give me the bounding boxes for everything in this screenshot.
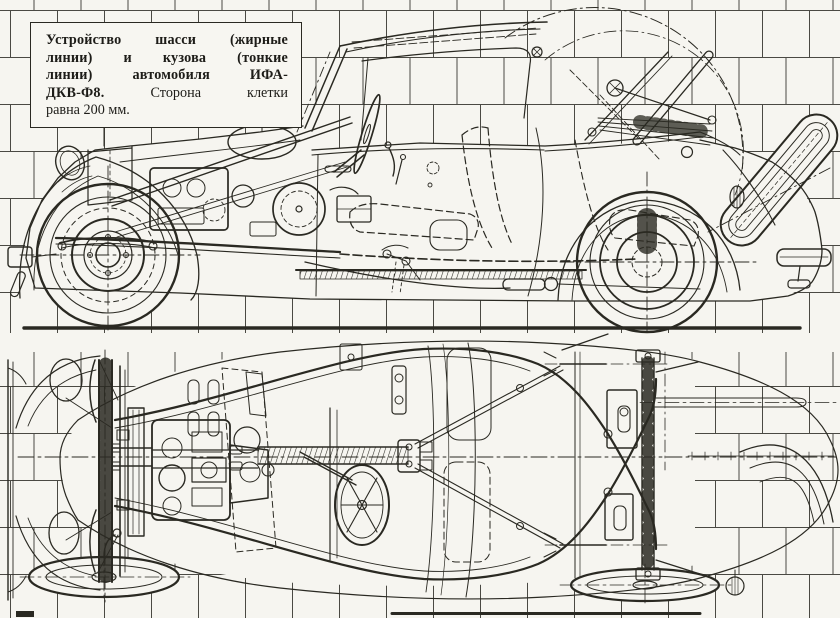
front-bumper [7, 246, 57, 298]
top-joint-icon [531, 46, 543, 58]
steering-wheel-side [329, 93, 407, 195]
steering-wheel-plan [299, 451, 390, 546]
caption-line-1: Устройство шасси (жирные [46, 32, 288, 48]
caption-line-4: ДКВ-Ф8. Сторона клетки [46, 84, 289, 101]
caption-line-2: линии) и кузова (тонкие [46, 49, 288, 66]
rear-wheel [557, 171, 761, 334]
fuel-filler [725, 569, 745, 596]
floor-panel-lower [443, 461, 491, 563]
hood-crease [119, 139, 301, 163]
door-handle [324, 165, 352, 173]
figure-caption-box: Устройство шасси (жирные линии) и кузова… [30, 22, 302, 128]
plan-body-outline [59, 340, 839, 600]
caption-line-5: равна 200 мм. [46, 102, 130, 119]
bracket-a-bolt [347, 353, 355, 361]
headlight [54, 145, 86, 181]
beltline-double [311, 136, 701, 156]
seat-side-panel [429, 219, 468, 251]
plan-rear-spring [543, 333, 701, 581]
front-fender [18, 156, 200, 301]
folding-top-mechanism [504, 7, 744, 196]
caption-line-3: линии) автомобиля ИФА- [46, 67, 288, 84]
tail-rod [639, 397, 839, 408]
plan-view-chassis [7, 333, 839, 617]
plan-headlight-upper [49, 358, 83, 402]
spare-tire [707, 113, 839, 247]
plan-front-wheel [19, 528, 191, 603]
scan-artifact [16, 611, 34, 617]
bracket-a [339, 343, 363, 371]
plan-headlight-lower [48, 511, 80, 555]
sill-frame-section [295, 269, 587, 280]
plan-firewall-panel [187, 365, 407, 553]
plan-front-end [7, 355, 119, 601]
rear-bumper [776, 248, 832, 289]
body-outline [25, 125, 823, 302]
door-and-window [315, 47, 544, 297]
spare-tire-fill [720, 114, 838, 246]
plan-engine [111, 407, 275, 537]
plan-rear-wheelhouse [687, 444, 835, 525]
floor-panel-upper [446, 347, 492, 441]
grille-bars [57, 165, 93, 193]
taillight [729, 185, 745, 209]
flywheel [272, 182, 326, 236]
fabric-roll-hatch [633, 115, 713, 139]
front-wheel [35, 182, 181, 328]
side-view-car [7, 7, 839, 334]
plan-rear-wheel [559, 563, 745, 607]
windshield-and-roof [296, 21, 548, 133]
